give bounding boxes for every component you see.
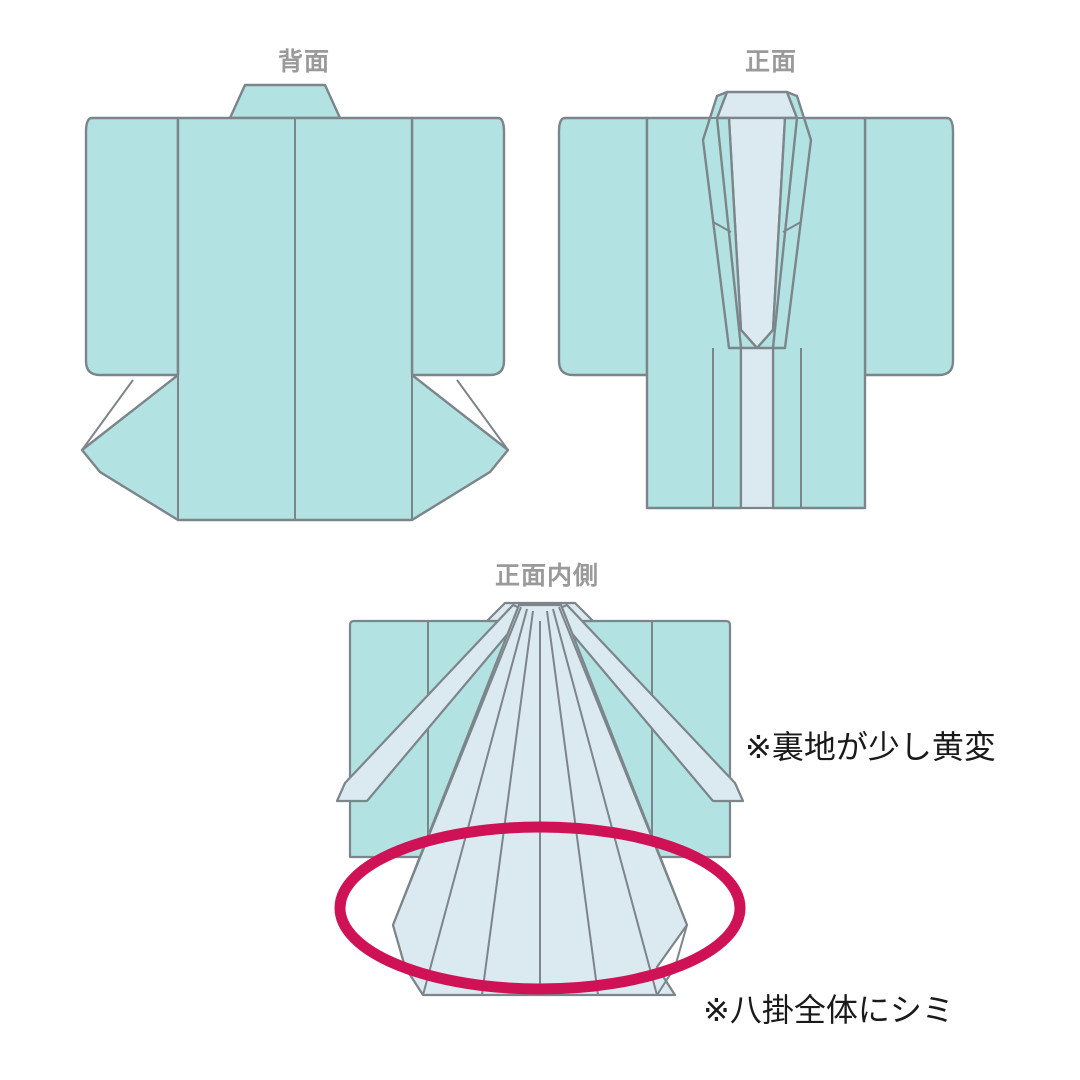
front-right-collar-notch: [782, 221, 802, 233]
kimono-inner-illustration: [334, 601, 746, 997]
back-left-gore: [81, 379, 134, 451]
inner-lining-seam-far-left: [392, 606, 522, 926]
back-right-sleeve: [410, 116, 506, 377]
front-collar-top: [715, 90, 799, 120]
back-right-gore: [456, 379, 509, 451]
kimono-back-illustration: [80, 83, 510, 522]
kimono-front-illustration: [557, 90, 955, 510]
front-left-collar-notch: [712, 221, 732, 233]
back-hem-left-edge: [99, 471, 179, 521]
note-lining-yellowing: ※裏地が少し黄変: [745, 728, 996, 766]
stain-highlight-ellipse: [334, 821, 746, 995]
front-left-sleeve: [557, 116, 649, 377]
front-left-collar-outer: [701, 90, 743, 350]
inner-lining-seam-far-right: [558, 606, 688, 926]
note-hakkake-stain: ※八掛全体にシミ: [703, 991, 954, 1029]
view-label-back: 背面: [278, 47, 331, 76]
front-right-sleeve: [863, 116, 955, 377]
view-label-inner: 正面内側: [495, 561, 600, 590]
front-lining-strip: [739, 328, 775, 510]
inner-lining-seam-right: [552, 608, 658, 996]
inner-lining-seam-left: [422, 608, 528, 996]
inner-lining-seam-mid-left: [481, 610, 534, 996]
back-hem-right-edge: [411, 471, 491, 521]
view-label-front: 正面: [745, 47, 798, 76]
back-collar-shape: [228, 83, 342, 120]
inner-lining-seam-mid-right: [546, 610, 599, 996]
back-left-sleeve: [84, 116, 180, 377]
